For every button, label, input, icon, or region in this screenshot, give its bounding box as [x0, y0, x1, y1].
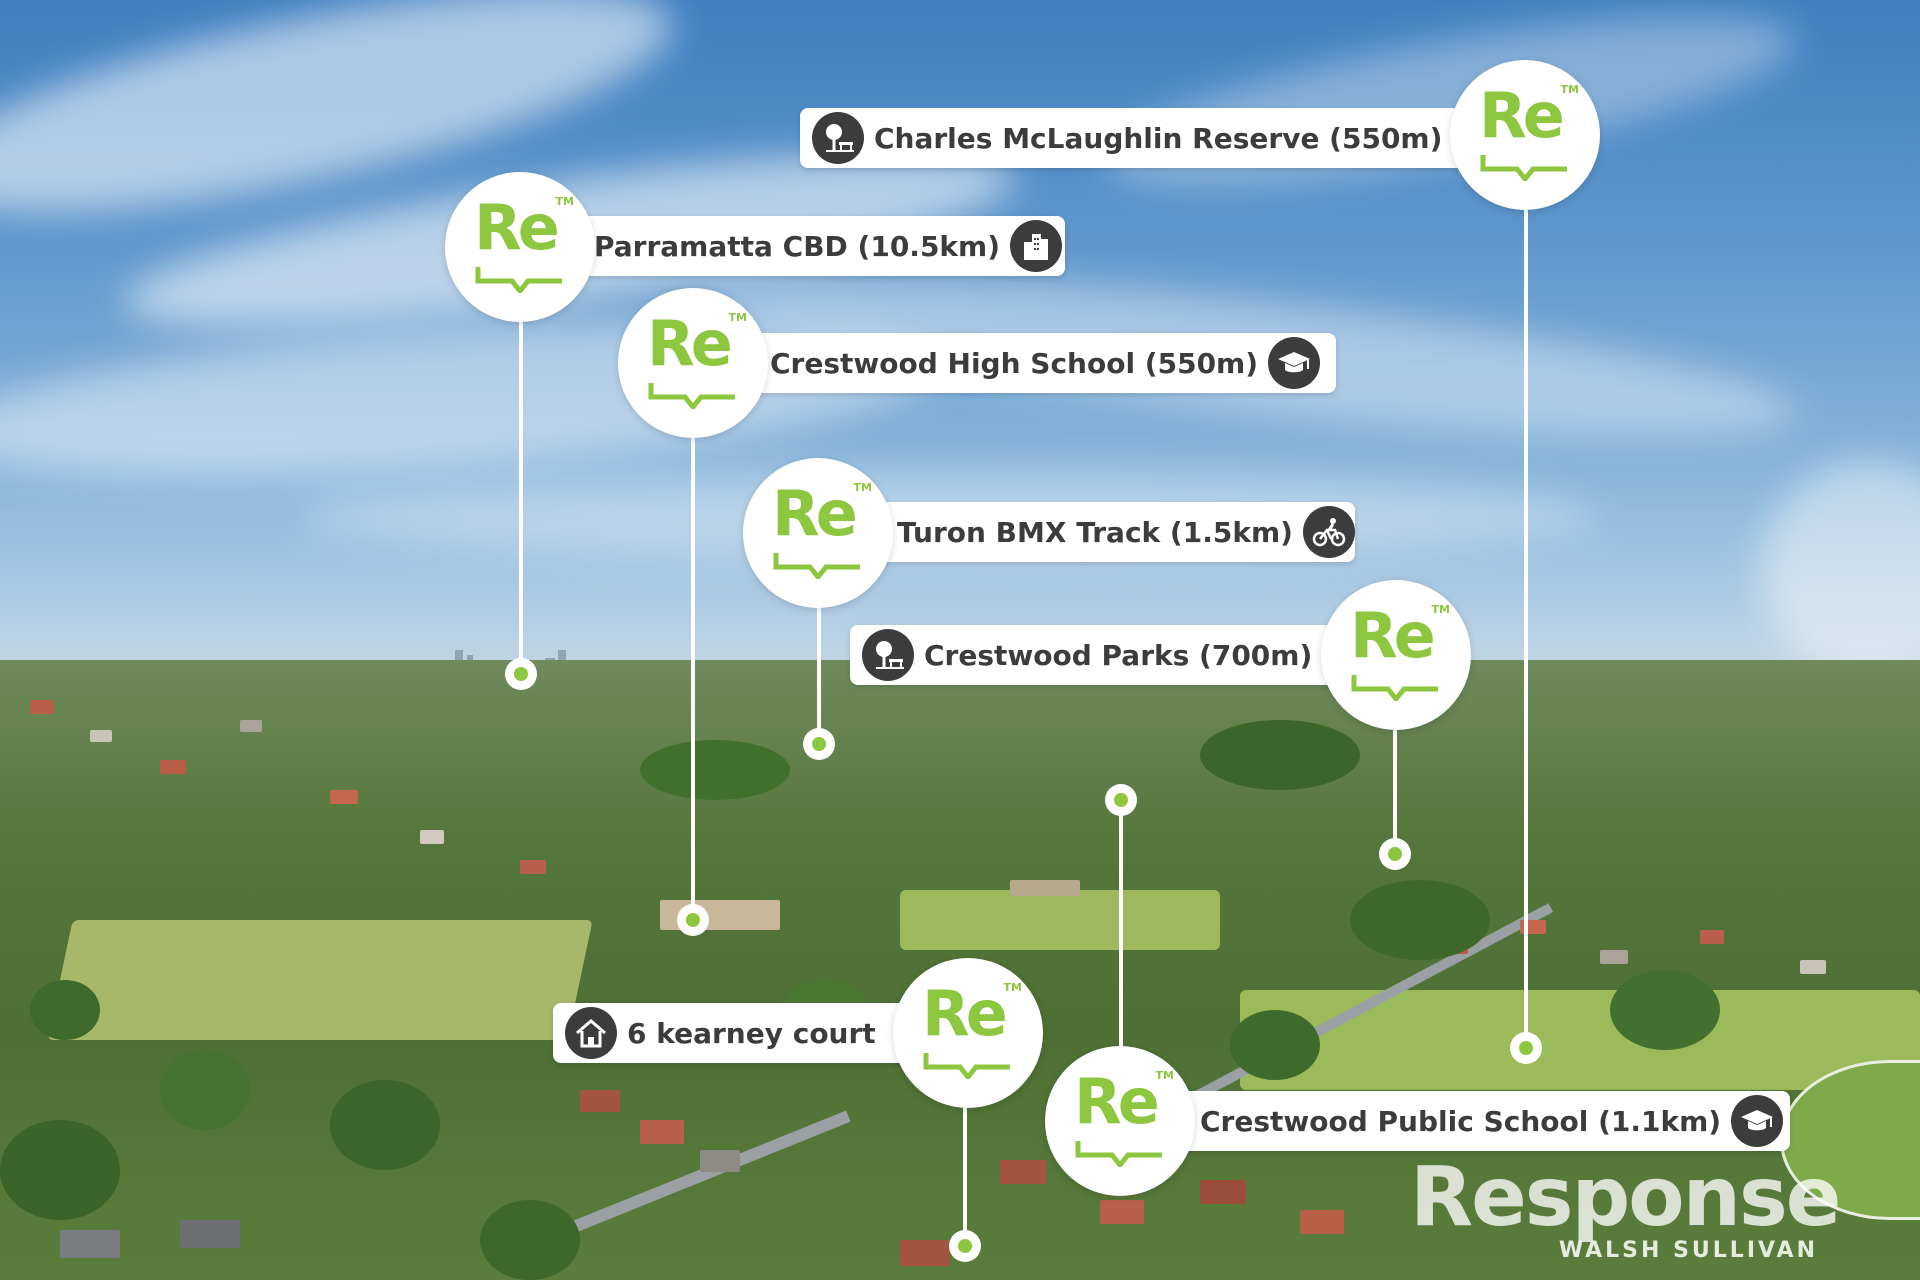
- callout-text: Crestwood High School (550m): [770, 346, 1259, 380]
- leader-line-turon-bmx-track: [817, 600, 821, 745]
- leader-line-crestwood-high-school: [691, 430, 695, 920]
- callout-label-crestwood-parks: Crestwood Parks (700m): [850, 625, 1350, 685]
- response-walsh-sullivan-watermark: Response WALSH SULLIVAN: [1410, 1150, 1841, 1270]
- graduation-cap-icon: [1268, 337, 1321, 389]
- location-pin-crestwood-public-school: [1105, 784, 1137, 816]
- callout-label-charles-mclaughlin-reserve: Charles McLaughlin Reserve (550m): [800, 108, 1480, 168]
- location-pin-crestwood-parks: [1379, 838, 1411, 870]
- callout-label-turon-bmx-track: Turon BMX Track (1.5km): [845, 502, 1355, 562]
- callout-text: Charles McLaughlin Reserve (550m): [874, 121, 1443, 155]
- callout-text: 6 kearney court: [627, 1016, 876, 1050]
- watermark-subtitle: WALSH SULLIVAN: [1558, 1238, 1818, 1263]
- location-pin-property: [949, 1230, 981, 1262]
- leader-line-charles-mclaughlin-reserve: [1524, 210, 1528, 1050]
- callout-label-parramatta-cbd: Parramatta CBD (10.5km): [550, 216, 1065, 276]
- callout-text: Crestwood Parks (700m): [924, 638, 1313, 672]
- leader-line-property: [963, 1090, 967, 1250]
- leader-line-parramatta-cbd: [519, 320, 523, 675]
- location-pin-parramatta-cbd: [505, 658, 537, 690]
- callout-label-crestwood-high-school: Crestwood High School (550m): [720, 333, 1336, 393]
- leader-line-crestwood-public-school: [1119, 800, 1123, 1070]
- park-icon: [812, 112, 864, 164]
- callout-text: Parramatta CBD (10.5km): [594, 229, 1001, 263]
- location-pin-turon-bmx-track: [803, 728, 835, 760]
- location-pin-crestwood-high-school: [677, 904, 709, 936]
- leader-line-crestwood-parks: [1393, 720, 1397, 855]
- bmx-bike-icon: [1302, 506, 1355, 558]
- graduation-cap-icon: [1731, 1095, 1784, 1147]
- callout-label-crestwood-public-school: Crestwood Public School (1.1km): [1120, 1091, 1790, 1151]
- city-buildings-icon: [1010, 220, 1063, 272]
- park-icon: [862, 629, 914, 681]
- watermark-wordmark: Response: [1410, 1150, 1841, 1245]
- callout-label-property: 6 kearney court: [553, 1003, 933, 1063]
- location-pin-charles-mclaughlin-reserve: [1510, 1032, 1542, 1064]
- house-icon: [565, 1007, 617, 1059]
- callout-text: Turon BMX Track (1.5km): [897, 515, 1293, 549]
- callout-text: Crestwood Public School (1.1km): [1200, 1104, 1722, 1138]
